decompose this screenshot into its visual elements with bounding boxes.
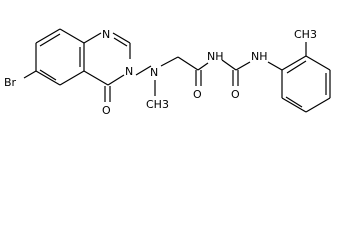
tolyl-ring <box>281 55 331 113</box>
bromine-bond <box>23 70 37 79</box>
pyrimidinone-ring <box>83 32 131 86</box>
acyl-carbonyl-oxygen-label: O <box>193 88 202 101</box>
amine-nitrogen-label: N <box>150 66 158 79</box>
ring-carbonyl-bond <box>104 86 111 102</box>
quinazoline-n3-label: N <box>125 65 133 78</box>
amine-methyl-label: CH3 <box>146 98 169 111</box>
chemical-structure: Br N N O N CH3 O NH O NH CH3 <box>4 28 331 117</box>
bromine-label: Br <box>4 76 17 89</box>
aryl-nh-label: NH <box>251 50 268 63</box>
aryl-methyl-label: CH3 <box>294 28 317 41</box>
ring-carbonyl-oxygen-label: O <box>102 104 111 117</box>
urea-carbonyl-oxygen-label: O <box>231 88 240 101</box>
imide-nh-label: NH <box>207 50 224 63</box>
quinazoline-n1-label: N <box>102 28 110 41</box>
benzo-ring <box>35 28 85 86</box>
side-chain-bonds <box>135 56 283 96</box>
